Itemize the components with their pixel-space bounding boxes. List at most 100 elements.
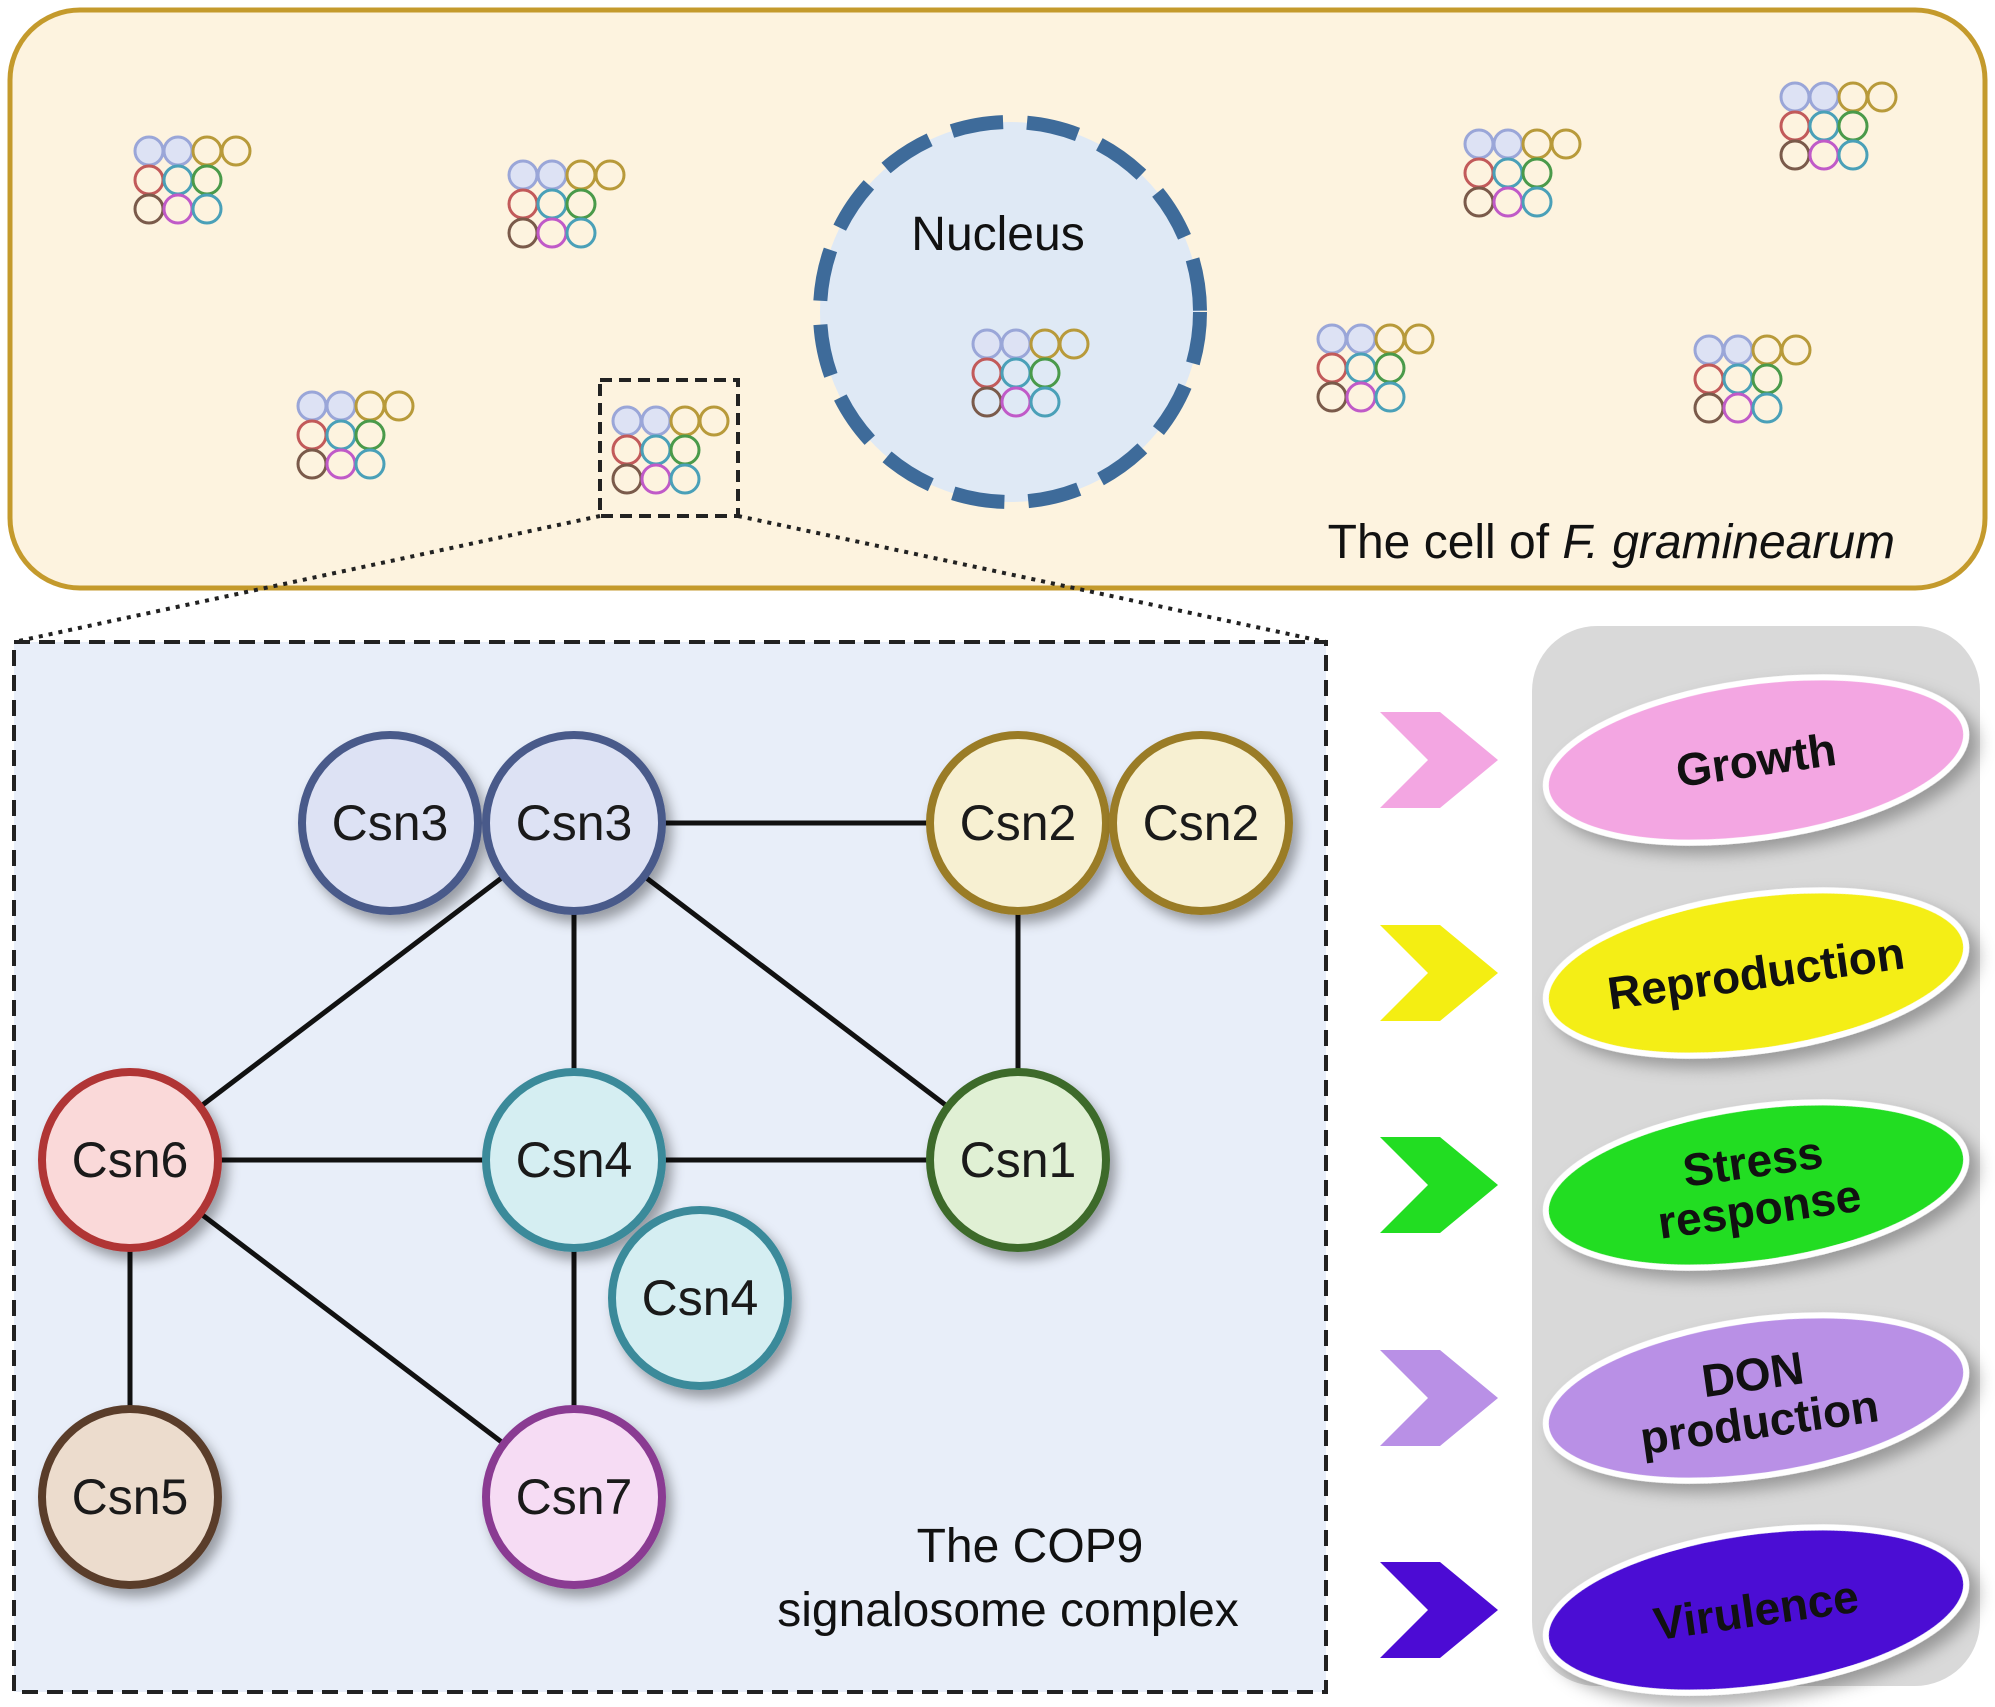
outcome-ellipse [1542,674,1970,846]
outcome-ellipse [1542,1099,1970,1271]
mini-complex [296,390,415,480]
node-label: Csn2 [1143,795,1260,851]
mini-subunit [354,448,386,480]
mini-subunit [1808,81,1840,113]
mini-subunit [1550,128,1582,160]
nucleus-label: Nucleus [911,208,1084,261]
node-csn6: Csn6 [38,1068,222,1252]
mini-subunit [565,217,597,249]
mini-subunit [296,390,328,422]
mini-subunit [162,135,194,167]
node-csn4b: Csn4 [608,1206,792,1390]
mini-subunit [1722,334,1754,366]
mini-subunit [220,135,252,167]
mini-subunit [1374,381,1406,413]
mini-complex [507,159,626,249]
mini-subunit [1463,128,1495,160]
outcome-4: Virulence [1542,1524,1970,1696]
node-circle [608,1206,792,1390]
mini-subunit [536,159,568,191]
edge-csn6-csn7 [128,1158,576,1499]
outcome-2: Stressresponse [1542,1099,1970,1271]
node-label: Csn7 [516,1469,633,1525]
mini-subunit [1345,323,1377,355]
node-label: Csn4 [516,1132,633,1188]
node-csn3b: Csn3 [482,731,666,915]
node-csn3a: Csn3 [298,731,482,915]
node-label: Csn1 [960,1132,1077,1188]
mini-subunit [1693,334,1725,366]
mini-complex [1316,323,1435,413]
complex-caption-line1: The COP9 [917,1520,1144,1573]
outcome-ellipses: GrowthReproductionStressresponseDONprodu… [1542,674,1970,1696]
mini-subunit [1521,186,1553,218]
node-label: Csn6 [72,1132,189,1188]
mini-subunit [325,390,357,422]
mini-complex [1463,128,1582,218]
mini-subunit [1492,128,1524,160]
mini-subunit [971,328,1003,360]
cell-label: The cell of F. graminearum [1328,516,1895,569]
outcome-arrows [1380,712,1498,1658]
outcome-arrow [1380,712,1498,808]
mini-subunit [1316,323,1348,355]
nucleus [813,115,1207,509]
mini-subunit [611,405,643,437]
outcome-arrow [1380,1350,1498,1446]
mini-subunit [1058,328,1090,360]
complex-caption-line2: signalosome complex [777,1584,1239,1637]
outcome-3: DONproduction [1542,1312,1970,1484]
node-circle [926,1068,1110,1252]
mini-subunit [698,405,730,437]
outcome-1: Reproduction [1542,887,1970,1059]
node-circle [482,1068,666,1252]
node-circle [298,731,482,915]
mini-complex [971,328,1090,418]
outcome-ellipse [1542,1312,1970,1484]
mini-subunit [191,193,223,225]
node-circle [926,731,1110,915]
outcome-arrow [1380,1137,1498,1233]
mini-subunit [1780,334,1812,366]
outcome-ellipse [1542,1524,1970,1696]
cell-label-species: F. graminearum [1562,516,1895,569]
outcome-arrow [1380,1562,1498,1658]
mini-subunit [640,405,672,437]
mini-subunit [594,159,626,191]
node-csn5: Csn5 [38,1405,222,1589]
outcome-arrow [1380,925,1498,1021]
node-csn2a: Csn2 [926,731,1110,915]
mini-complex [611,405,730,495]
mini-subunit [1779,81,1811,113]
node-csn4a: Csn4 [482,1068,666,1252]
mini-subunit [1403,323,1435,355]
outcome-ellipse [1542,887,1970,1059]
node-label: Csn4 [642,1270,759,1326]
node-circle [38,1068,222,1252]
mini-complex [1779,81,1898,171]
edge-csn3b-csn1 [572,821,1020,1162]
mini-subunit [1000,328,1032,360]
node-label: Csn2 [960,795,1077,851]
node-csn7: Csn7 [482,1405,666,1589]
mini-complex [1693,334,1812,424]
node-label: Csn5 [72,1469,189,1525]
node-circle [482,731,666,915]
edge-csn3b-csn6 [128,821,576,1162]
zoom-line-right [737,514,1327,644]
node-circle [38,1405,222,1589]
node-circle [1109,731,1293,915]
node-label: Csn3 [332,795,449,851]
mini-subunit [1837,139,1869,171]
mini-subunit [1029,386,1061,418]
mini-complex-group [133,81,1898,495]
outcome-0: Growth [1542,674,1970,846]
mini-subunit [1866,81,1898,113]
mini-complex [133,135,252,225]
node-circle [482,1405,666,1589]
mini-subunit [1751,392,1783,424]
mini-subunit [669,463,701,495]
zoom-box [598,378,740,518]
